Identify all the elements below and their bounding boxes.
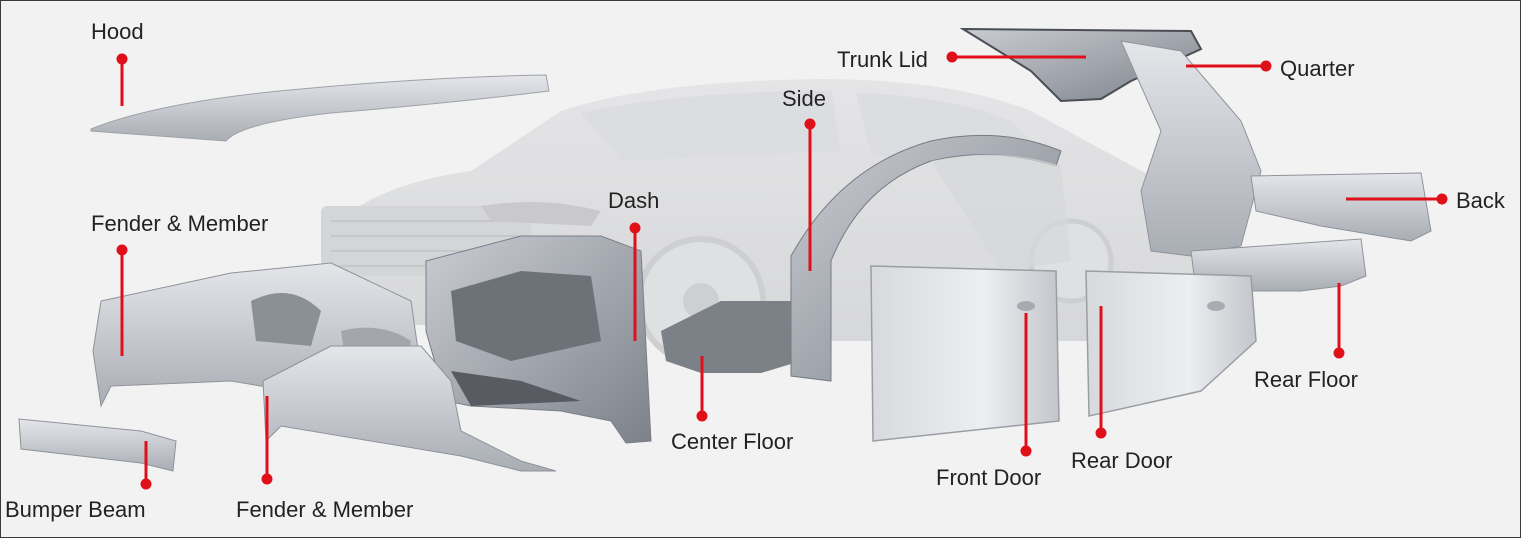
fender-member-bottom-marker xyxy=(261,473,273,485)
center-floor-label: Center Floor xyxy=(671,429,794,454)
hood-label: Hood xyxy=(91,19,144,44)
fender-member-top-marker xyxy=(116,244,128,256)
dash-marker xyxy=(629,222,641,234)
rear-door-part xyxy=(1085,270,1257,417)
back-label: Back xyxy=(1456,188,1505,213)
rear-door-handle xyxy=(1207,301,1225,311)
back-part xyxy=(1250,172,1432,242)
side-part xyxy=(790,134,1071,382)
side-label: Side xyxy=(782,86,827,111)
lower-fender-member-part xyxy=(262,345,557,472)
leader-lines xyxy=(116,51,1448,490)
bumper-beam-part xyxy=(18,418,177,472)
quarter-label: Quarter xyxy=(1280,56,1355,81)
front-door-handle xyxy=(1017,301,1035,311)
fender-member-top-label: Fender & Member xyxy=(91,211,269,236)
rear-floor-label: Rear Floor xyxy=(1254,367,1358,392)
bumper-beam-label: Bumper Beam xyxy=(5,497,146,522)
trunk-lid-marker xyxy=(946,51,958,63)
hood-marker xyxy=(116,53,128,65)
bumper-beam-marker xyxy=(140,478,152,490)
rear-door-marker xyxy=(1095,427,1107,439)
front-door-marker xyxy=(1020,445,1032,457)
hood-part xyxy=(90,74,550,142)
front-door-part xyxy=(870,265,1060,442)
center-floor-part xyxy=(661,301,801,373)
fender-member-bottom-label: Fender & Member xyxy=(236,497,414,522)
dash-label: Dash xyxy=(608,188,660,213)
side-marker xyxy=(804,118,816,130)
quarter-marker xyxy=(1260,60,1272,72)
rear-floor-marker xyxy=(1333,347,1345,359)
dash-part xyxy=(425,235,652,444)
front-door-label: Front Door xyxy=(936,465,1042,490)
rear-door-label: Rear Door xyxy=(1071,448,1173,473)
trunk-lid-label: Trunk Lid xyxy=(837,47,928,72)
back-marker xyxy=(1436,193,1448,205)
center-floor-marker xyxy=(696,410,708,422)
